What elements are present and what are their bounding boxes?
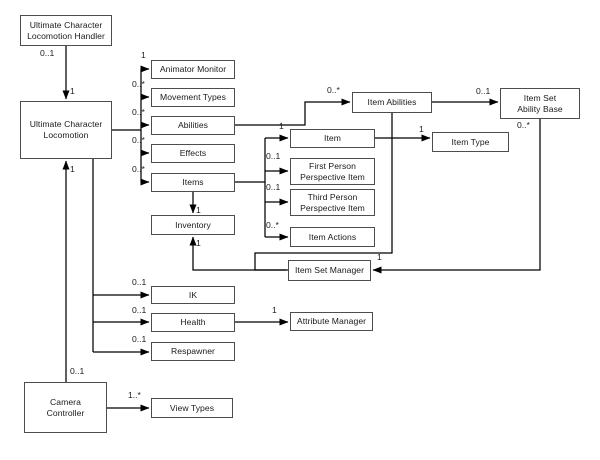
node-label: Respawner bbox=[171, 346, 215, 356]
cardinality-label: 0..1 bbox=[266, 151, 281, 161]
cardinality-label: 1 bbox=[141, 50, 146, 60]
node-item-abilities[interactable]: Item Abilities bbox=[352, 92, 432, 113]
cardinality-label: 1 bbox=[196, 238, 201, 248]
node-respawner[interactable]: Respawner bbox=[151, 342, 235, 361]
cardinality-label: 0..* bbox=[327, 85, 340, 95]
node-abilities[interactable]: Abilities bbox=[151, 116, 235, 135]
cardinality-label: 0..1 bbox=[476, 86, 491, 96]
node-item-type[interactable]: Item Type bbox=[432, 132, 509, 152]
node-inventory[interactable]: Inventory bbox=[151, 215, 235, 235]
cardinality-label: 0..* bbox=[132, 107, 145, 117]
node-label: Abilities bbox=[177, 120, 209, 130]
cardinality-label: 0..* bbox=[132, 164, 145, 174]
node-items[interactable]: Items bbox=[151, 173, 235, 192]
node-item[interactable]: Item bbox=[290, 129, 375, 148]
node-item-actions[interactable]: Item Actions bbox=[290, 227, 375, 247]
cardinality-label: 0..1 bbox=[266, 182, 281, 192]
node-label: Item Type bbox=[451, 136, 490, 147]
cardinality-label: 1 bbox=[279, 121, 284, 131]
node-attribute-manager[interactable]: Attribute Manager bbox=[290, 312, 373, 331]
node-effects[interactable]: Effects bbox=[151, 144, 235, 163]
cardinality-label: 1 bbox=[70, 86, 75, 96]
cardinality-label: 1 bbox=[196, 205, 201, 215]
node-label: View Types bbox=[169, 402, 215, 413]
cardinality-label: 0..* bbox=[266, 220, 279, 230]
node-ik[interactable]: IK bbox=[151, 286, 235, 304]
cardinality-label: 0..1 bbox=[70, 366, 85, 376]
node-label: Effects bbox=[179, 148, 207, 158]
edge-item-set-ability-base-to-item-set-manager bbox=[372, 119, 541, 274]
cardinality-label: 1 bbox=[70, 164, 75, 174]
node-label: Items bbox=[182, 177, 204, 187]
cardinality-label: 1 bbox=[272, 305, 277, 315]
cardinality-label: 0..* bbox=[132, 79, 145, 89]
node-label: Inventory bbox=[175, 219, 211, 230]
node-label: Item bbox=[324, 133, 341, 143]
node-item-set-manager[interactable]: Item Set Manager bbox=[288, 260, 371, 281]
node-label: Attribute Manager bbox=[296, 316, 367, 326]
cardinality-label: 0..1 bbox=[132, 305, 147, 315]
cardinality-label: 1 bbox=[419, 124, 424, 134]
cardinality-label: 0..1 bbox=[132, 334, 147, 344]
node-movement-types[interactable]: Movement Types bbox=[151, 88, 235, 107]
node-label: Health bbox=[180, 317, 206, 327]
cardinality-label: 0..1 bbox=[132, 277, 147, 287]
cardinality-label: 0..1 bbox=[40, 48, 55, 58]
node-label: Movement Types bbox=[160, 92, 226, 102]
edge-item-set-manager-to-inventory bbox=[189, 236, 288, 271]
cardinality-label: 0..* bbox=[132, 135, 145, 145]
node-label: Item Actions bbox=[308, 231, 357, 242]
node-health[interactable]: Health bbox=[151, 313, 235, 332]
node-label: Item Abilities bbox=[367, 97, 417, 107]
cardinality-label: 1 bbox=[377, 252, 382, 262]
node-animator-monitor[interactable]: Animator Monitor bbox=[151, 60, 235, 79]
node-label: Item Set Manager bbox=[294, 265, 365, 275]
node-label: Animator Monitor bbox=[159, 64, 227, 74]
cardinality-label: 1..* bbox=[128, 390, 141, 400]
node-view-types[interactable]: View Types bbox=[151, 398, 233, 418]
edge-abilities-to-item-abilities bbox=[235, 98, 351, 126]
cardinality-label: 0..* bbox=[517, 120, 530, 130]
node-label: IK bbox=[188, 289, 198, 300]
